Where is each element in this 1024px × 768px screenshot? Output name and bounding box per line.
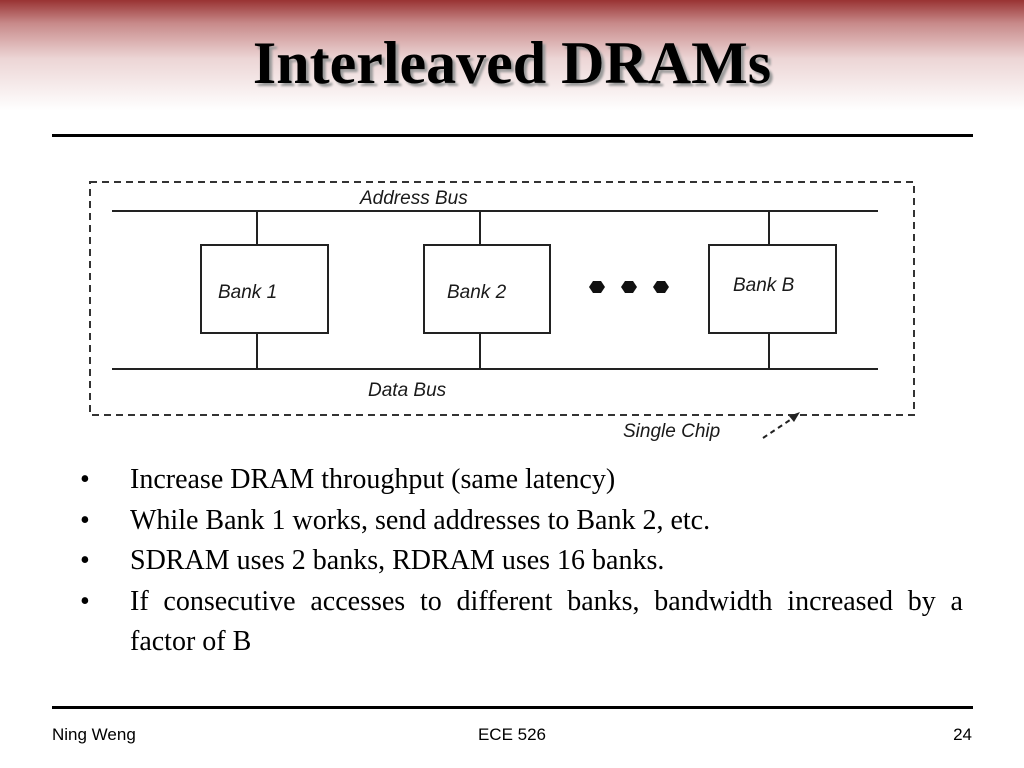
bank-2-box (423, 244, 551, 334)
slide-title: Interleaved DRAMs (252, 30, 772, 96)
bullet-text: Increase DRAM throughput (same latency) (130, 464, 616, 495)
single-chip-pointer (762, 415, 797, 439)
bullet-marker: • (80, 545, 90, 576)
bullet-marker: • (80, 504, 90, 536)
bullet-text: SDRAM uses 2 banks, RDRAM uses 16 banks. (130, 545, 665, 576)
footer-course: ECE 526 (477, 725, 547, 744)
data-bus-label: Data Bus (368, 380, 447, 401)
address-bus-label: Address Bus (359, 188, 468, 209)
ellipsis-dot (589, 281, 605, 293)
bullet-item: • If consecutive accesses to different ba… (78, 582, 963, 663)
header-gradient-band (0, 0, 1024, 130)
bank-1-box (200, 244, 329, 334)
bullet-item: • While Bank 1 works, send addresses to B… (78, 501, 963, 542)
bank-b-box (708, 244, 837, 334)
bullet-item: • Increase DRAM throughput (same latency) (78, 460, 963, 501)
single-chip-boundary (89, 181, 915, 416)
single-chip-label: Single Chip (623, 421, 720, 442)
bank-1-label: Bank 1 (218, 282, 277, 303)
bullet-item: • SDRAM uses 2 banks, RDRAM uses 16 banks… (78, 541, 963, 582)
bank-b-label: Bank B (733, 275, 795, 296)
bullet-marker: • (80, 585, 90, 617)
ellipsis-dot (621, 281, 637, 293)
ellipsis-dot (653, 281, 669, 293)
bullet-marker: • (80, 464, 90, 495)
footer-author: Ning Weng (52, 725, 136, 744)
bank-2-label: Bank 2 (447, 282, 507, 303)
footer-divider (52, 706, 973, 709)
bullet-text: While Bank 1 works, send addresses to Ba… (130, 504, 711, 536)
interleaved-dram-diagram: Address Bus Data Bus Bank 1 Bank 2 Bank … (80, 172, 930, 444)
bullet-list: • Increase DRAM throughput (same latency)… (78, 460, 963, 663)
ellipsis-dots (589, 281, 669, 293)
footer-page-number: 24 (953, 725, 972, 744)
single-chip-arrowhead-icon (789, 412, 800, 422)
title-divider (52, 134, 973, 137)
bullet-text: If consecutive accesses to different ban… (130, 585, 963, 658)
